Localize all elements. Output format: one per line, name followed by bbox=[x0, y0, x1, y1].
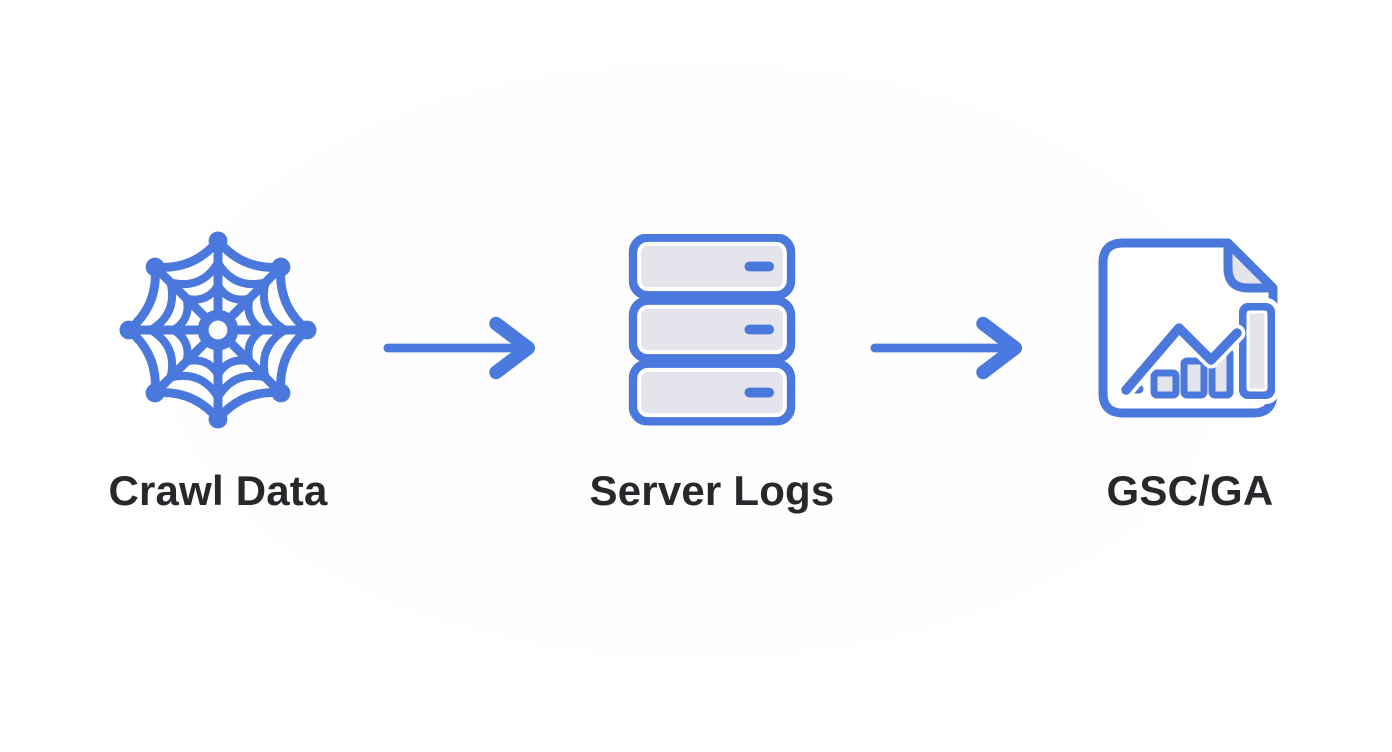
spider-web-icon bbox=[119, 228, 317, 432]
arrow-right-icon bbox=[382, 310, 538, 386]
arrow-right-icon-svg bbox=[383, 316, 536, 380]
server-stack-icon-svg bbox=[628, 234, 796, 426]
arrow-right-icon-svg bbox=[870, 316, 1023, 380]
node-gsc-ga: GSC/GA bbox=[1030, 228, 1350, 514]
node-crawl-data: Crawl Data bbox=[58, 228, 378, 514]
node-label-gsc-ga: GSC/GA bbox=[1106, 467, 1274, 514]
node-label-crawl-data: Crawl Data bbox=[108, 467, 328, 514]
node-label-server-logs: Server Logs bbox=[589, 467, 835, 514]
arrow-right-icon bbox=[869, 310, 1025, 386]
analytics-report-icon-svg bbox=[1098, 238, 1280, 418]
spider-web-icon-svg bbox=[119, 231, 317, 429]
server-stack-icon bbox=[628, 228, 796, 432]
node-server-logs: Server Logs bbox=[552, 228, 872, 514]
analytics-report-icon bbox=[1097, 228, 1283, 432]
